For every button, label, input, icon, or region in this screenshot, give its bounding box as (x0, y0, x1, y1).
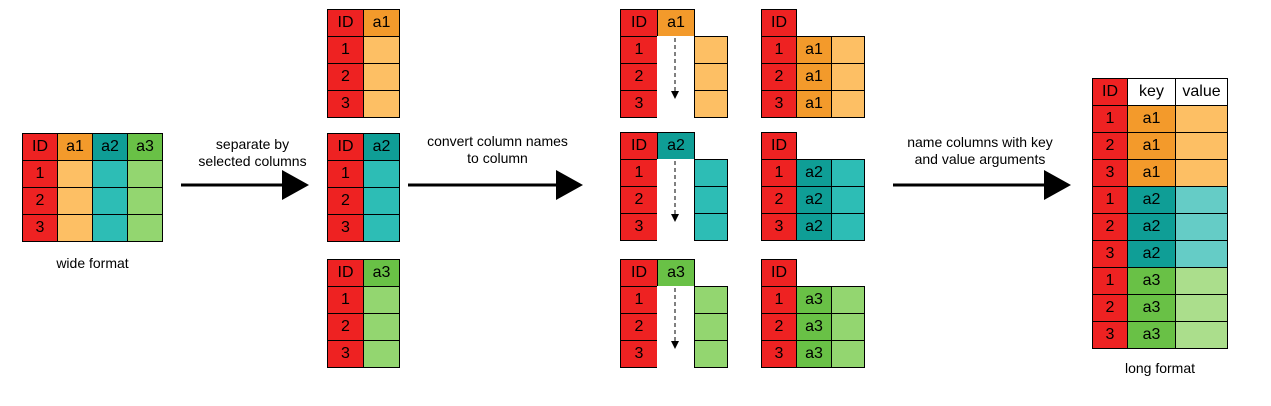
table-cell (831, 159, 865, 187)
table-cell: 3 (620, 90, 658, 118)
table-cell: 1 (761, 36, 797, 64)
table-cell: a2 (1127, 213, 1176, 241)
table-cell (831, 213, 865, 241)
table-cell: ID (761, 9, 797, 37)
table-cell: ID (761, 259, 797, 287)
table-cell (92, 187, 128, 215)
table-cell (694, 213, 728, 241)
dashed-arrow-a2 (671, 161, 679, 222)
table-cell: a1 (657, 9, 695, 37)
table-cell: 3 (620, 340, 658, 368)
table-cell: 1 (620, 159, 658, 187)
table-cell (363, 187, 400, 215)
table-cell: a3 (657, 259, 695, 287)
convert-label-line2: to column (467, 150, 528, 166)
table-cell (1175, 321, 1228, 349)
table-cell: a3 (796, 286, 832, 314)
table-cell: 1 (620, 36, 658, 64)
table-cell (657, 313, 695, 341)
table-cell (1175, 132, 1228, 160)
table-cell: 2 (22, 187, 58, 215)
table-cell (127, 214, 163, 242)
table-cell: 3 (761, 213, 797, 241)
table-cell: 1 (1092, 105, 1128, 133)
arrow-convert (408, 170, 583, 200)
table-cell (657, 159, 695, 187)
table-cell (57, 187, 93, 215)
table-cell (1175, 105, 1228, 133)
table-cell: 1 (327, 36, 364, 64)
wide-format-caption: wide format (56, 255, 129, 271)
table-cell: a3 (796, 313, 832, 341)
table-cell: ID (620, 259, 658, 287)
table-cell: a3 (1127, 321, 1176, 349)
table-cell: 3 (761, 90, 797, 118)
table-cell (657, 63, 695, 91)
table-cell: 3 (22, 214, 58, 242)
long-format-caption: long format (1124, 360, 1196, 376)
table-cell (694, 90, 728, 118)
table-cell (694, 286, 728, 314)
table-cell (657, 36, 695, 64)
table-cell (831, 313, 865, 341)
table-cell (1175, 267, 1228, 295)
table-cell (831, 340, 865, 368)
table-cell: a2 (363, 133, 400, 161)
table-cell: 2 (327, 313, 364, 341)
name-columns-label-line2: and value arguments (914, 151, 1046, 167)
arrow-name-columns (893, 170, 1071, 200)
table-cell: a1 (363, 9, 400, 37)
table-cell: 1 (22, 160, 58, 188)
table-cell (657, 186, 695, 214)
table-cell (363, 214, 400, 242)
table-cell (831, 90, 865, 118)
table-cell: a1 (1127, 105, 1176, 133)
table-cell: 2 (1092, 213, 1128, 241)
table-cell (657, 286, 695, 314)
table-cell: 2 (761, 63, 797, 91)
table-cell: key (1127, 78, 1176, 106)
table-cell (363, 90, 400, 118)
table-cell (363, 340, 400, 368)
table-cell (694, 159, 728, 187)
dashed-arrow-a1 (671, 38, 679, 99)
table-cell: a2 (796, 159, 832, 187)
table-cell: ID (327, 9, 364, 37)
table-cell: 2 (327, 63, 364, 91)
table-cell: a3 (363, 259, 400, 287)
table-cell: a3 (1127, 267, 1176, 295)
dashed-arrow-a3 (671, 288, 679, 349)
table-cell: a3 (796, 340, 832, 368)
table-cell: ID (22, 133, 58, 161)
table-cell: a2 (1127, 186, 1176, 214)
table-cell: 3 (327, 90, 364, 118)
separate-label-line2: selected columns (198, 153, 307, 169)
table-cell: 3 (327, 340, 364, 368)
separate-label-line1: separate by (215, 136, 290, 152)
table-cell: a2 (796, 213, 832, 241)
table-cell (694, 36, 728, 64)
table-cell: a2 (92, 133, 128, 161)
table-cell: a1 (796, 63, 832, 91)
table-cell (831, 186, 865, 214)
table-cell (1175, 186, 1228, 214)
table-cell: a2 (657, 132, 695, 160)
table-cell (127, 187, 163, 215)
table-cell (1175, 159, 1228, 187)
table-cell (1175, 294, 1228, 322)
table-cell (92, 214, 128, 242)
table-cell (57, 214, 93, 242)
table-cell: 2 (620, 63, 658, 91)
table-cell: a3 (1127, 294, 1176, 322)
table-cell (694, 340, 728, 368)
table-cell: 2 (1092, 294, 1128, 322)
table-cell: a1 (1127, 132, 1176, 160)
convert-label-line1: convert column names (427, 133, 568, 149)
name-columns-label-line1: name columns with key (907, 134, 1053, 150)
table-cell (1175, 240, 1228, 268)
arrow-separate (181, 170, 309, 200)
